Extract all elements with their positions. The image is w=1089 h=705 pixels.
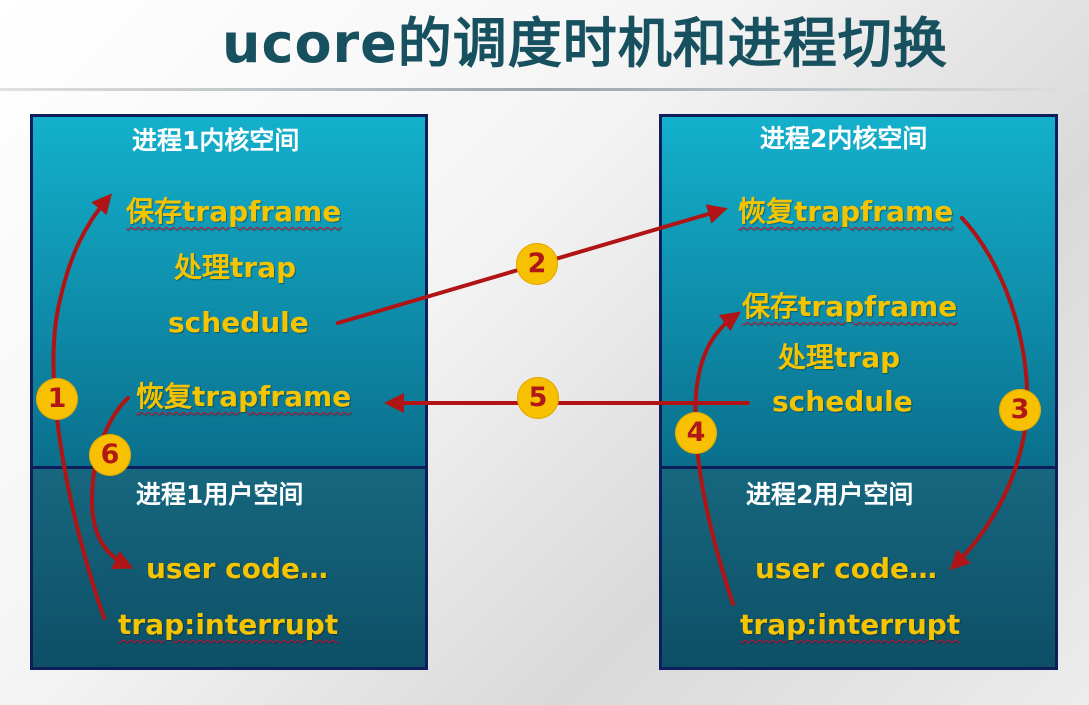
step-badge-6: 6 xyxy=(89,434,131,476)
process1-save-trapframe: 保存trapframe xyxy=(126,195,341,229)
process2-kernel-space-panel xyxy=(659,114,1058,469)
process2-trap-interrupt-text: trap:interrupt xyxy=(740,608,961,641)
process1-kernel-space-panel xyxy=(30,114,428,469)
step-badge-2: 2 xyxy=(516,243,558,285)
arrow-step-4 xyxy=(693,311,741,606)
process2-user-code: user code… xyxy=(755,552,938,585)
process1-user-label: 进程1用户空间 xyxy=(136,480,304,509)
process2-restore-trapframe-text: 恢复trapframe xyxy=(738,195,954,228)
process2-save-trapframe-text: 保存trapframe xyxy=(742,290,958,323)
arrow-step-1 xyxy=(51,193,112,620)
title-divider xyxy=(0,88,1089,91)
process1-trap-interrupt: trap:interrupt xyxy=(118,608,338,642)
process2-save-trapframe: 保存trapframe xyxy=(742,290,957,324)
step-badge-3: 3 xyxy=(999,389,1041,431)
process2-kernel-label: 进程2内核空间 xyxy=(760,124,928,153)
process1-user-code: user code… xyxy=(146,552,329,585)
process1-trap-interrupt-text: trap:interrupt xyxy=(118,608,339,641)
process1-restore-trapframe: 恢复trapframe xyxy=(136,380,351,414)
process2-user-space-panel xyxy=(659,466,1058,670)
arrow-step-6 xyxy=(89,396,134,569)
process1-restore-trapframe-text: 恢复trapframe xyxy=(136,380,352,413)
process2-restore-trapframe: 恢复trapframe xyxy=(738,195,953,229)
process2-user-label: 进程2用户空间 xyxy=(746,480,914,509)
step-badge-5: 5 xyxy=(517,377,559,419)
process1-handle-trap: 处理trap xyxy=(174,251,297,284)
process2-handle-trap: 处理trap xyxy=(778,341,901,374)
step-badge-4: 4 xyxy=(675,412,717,454)
step-badge-1: 1 xyxy=(36,378,78,420)
process1-user-space-panel xyxy=(30,466,428,670)
page-title: ucore的调度时机和进程切换 xyxy=(222,12,948,75)
process2-trap-interrupt: trap:interrupt xyxy=(740,608,960,642)
process1-save-trapframe-text: 保存trapframe xyxy=(126,195,342,228)
process1-schedule: schedule xyxy=(168,306,309,339)
process1-kernel-label: 进程1内核空间 xyxy=(132,126,300,155)
process2-schedule: schedule xyxy=(772,385,913,418)
